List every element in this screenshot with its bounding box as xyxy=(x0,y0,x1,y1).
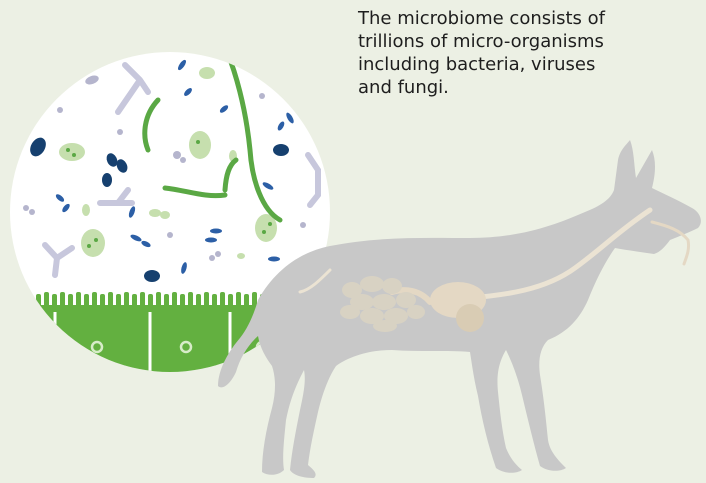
caption-line-4: and fungi. xyxy=(358,77,449,98)
caption-line-1: The microbiome consists of xyxy=(358,8,605,29)
caption-line-2: trillions of micro-organisms xyxy=(358,31,604,52)
caption-line-3: including bacteria, viruses xyxy=(358,54,595,75)
microbiome-caption: The microbiome consists of trillions of … xyxy=(358,7,698,99)
